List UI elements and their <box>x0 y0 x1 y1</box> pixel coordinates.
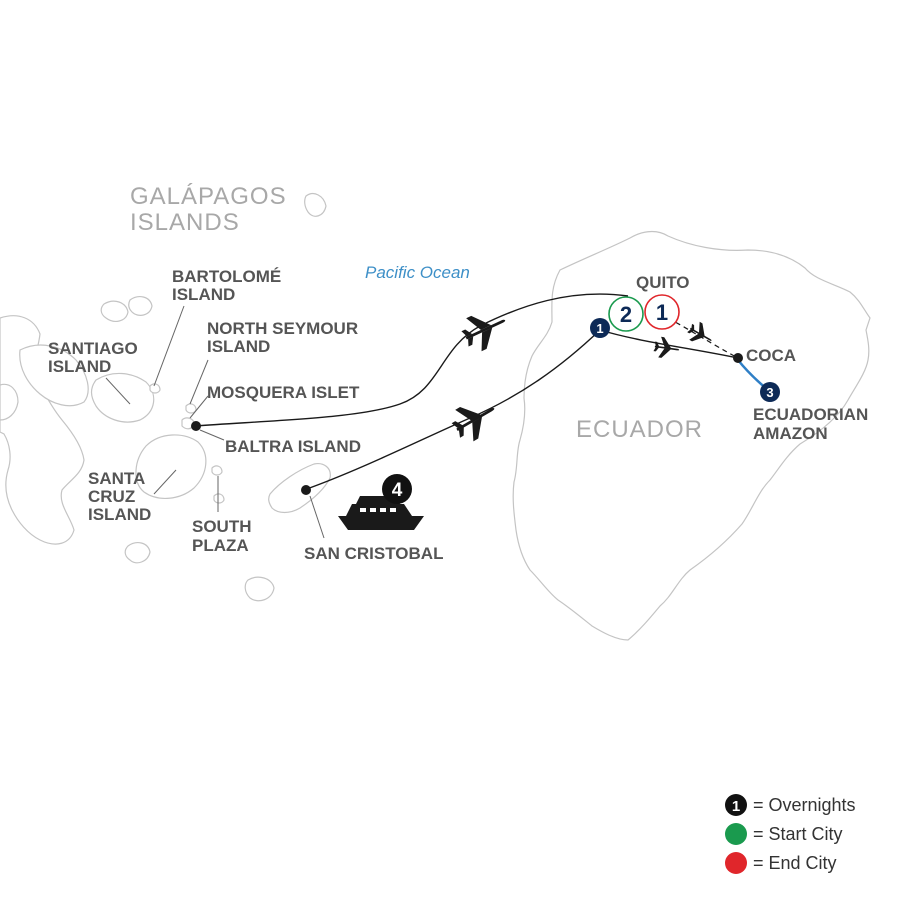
santa-cruz-island <box>135 434 207 499</box>
svg-text:2: 2 <box>620 302 632 327</box>
flight-route-quito-baltra <box>193 293 629 427</box>
santiago-label: SANTIAGO <box>48 339 138 358</box>
santiago-island <box>90 372 155 423</box>
mosquera-label: MOSQUERA ISLET <box>207 383 360 402</box>
svg-text:4: 4 <box>392 480 403 501</box>
genovesa-island <box>304 193 327 217</box>
santiago-label-line2: ISLAND <box>48 357 111 376</box>
south-plaza-small <box>213 493 225 504</box>
svg-text:1: 1 <box>656 300 668 325</box>
coca-dot <box>733 353 743 363</box>
leader-santa-cruz <box>153 469 177 495</box>
san-cristobal-label: SAN CRISTOBAL <box>304 544 443 563</box>
airplane-icon <box>687 321 712 342</box>
legend-overnights-text: = Overnights <box>753 795 856 815</box>
leader-mosquera <box>189 395 209 419</box>
baltra-label: BALTRA ISLAND <box>225 437 361 456</box>
san-cristobal-island <box>268 463 331 514</box>
legend: 1 = Overnights = Start City = End City <box>725 794 856 874</box>
legend-start-symbol <box>725 823 747 845</box>
cruise-ship-icon <box>338 496 424 530</box>
legend-end-text: = End City <box>753 853 837 873</box>
rabida-island <box>100 300 129 322</box>
quito-start-badge: 2 <box>608 296 644 332</box>
islands-label: ISLANDS <box>130 209 240 236</box>
legend-overnight-symbol: 1 <box>725 794 747 816</box>
isabela-north <box>19 344 89 407</box>
svg-text:3: 3 <box>766 385 773 400</box>
south-plaza-islet <box>211 465 223 476</box>
airplane-icon <box>461 315 506 352</box>
pacific-ocean-label: Pacific Ocean <box>365 263 470 282</box>
north-seymour-label-line2: ISLAND <box>207 337 270 356</box>
santa-cruz-label-line2: CRUZ <box>88 487 135 506</box>
amazon-label: ECUADORIAN <box>753 405 868 424</box>
pinzon-island <box>128 296 153 316</box>
coca-label: COCA <box>746 346 796 365</box>
legend-start-text: = Start City <box>753 824 843 844</box>
bartolome-label-line2: ISLAND <box>172 285 235 304</box>
galapagos-label: GALÁPAGOS <box>130 183 287 210</box>
svg-text:1: 1 <box>596 321 603 336</box>
floreana-island <box>244 576 275 602</box>
legend-end-symbol <box>725 852 747 874</box>
santa-fe-island <box>124 542 151 564</box>
overnight-badge-amazon: 3 <box>760 382 780 402</box>
leader-north-seymour <box>189 359 209 405</box>
leader-baltra <box>199 429 225 441</box>
san-cristobal-dot <box>301 485 311 495</box>
south-plaza-label: SOUTH <box>192 517 252 536</box>
leader-san-cristobal <box>309 495 325 539</box>
quito-end-badge: 1 <box>644 294 680 330</box>
bartolome-islet <box>149 383 161 394</box>
amazon-label-line2: AMAZON <box>753 424 828 443</box>
north-seymour-islet <box>185 403 197 414</box>
leader-bartolome <box>153 305 185 387</box>
bartolome-label: BARTOLOMÉ <box>172 267 281 286</box>
south-plaza-label-line2: PLAZA <box>192 536 249 555</box>
ecuador-label: ECUADOR <box>576 416 703 443</box>
overnight-badge-cruise: 4 <box>382 474 412 504</box>
overnight-badge-quito-return: 1 <box>590 318 610 338</box>
airplane-icon <box>451 407 495 442</box>
baltra-dot <box>191 421 201 431</box>
santa-cruz-label: SANTA <box>88 469 145 488</box>
quito-label: QUITO <box>636 273 690 292</box>
airplane-icon <box>653 336 680 358</box>
santa-cruz-label-line3: ISLAND <box>88 505 151 524</box>
svg-text:1: 1 <box>732 798 740 815</box>
north-seymour-label: NORTH SEYMOUR <box>207 319 358 338</box>
fernandina-island <box>0 383 19 421</box>
leader-santiago <box>105 377 131 405</box>
